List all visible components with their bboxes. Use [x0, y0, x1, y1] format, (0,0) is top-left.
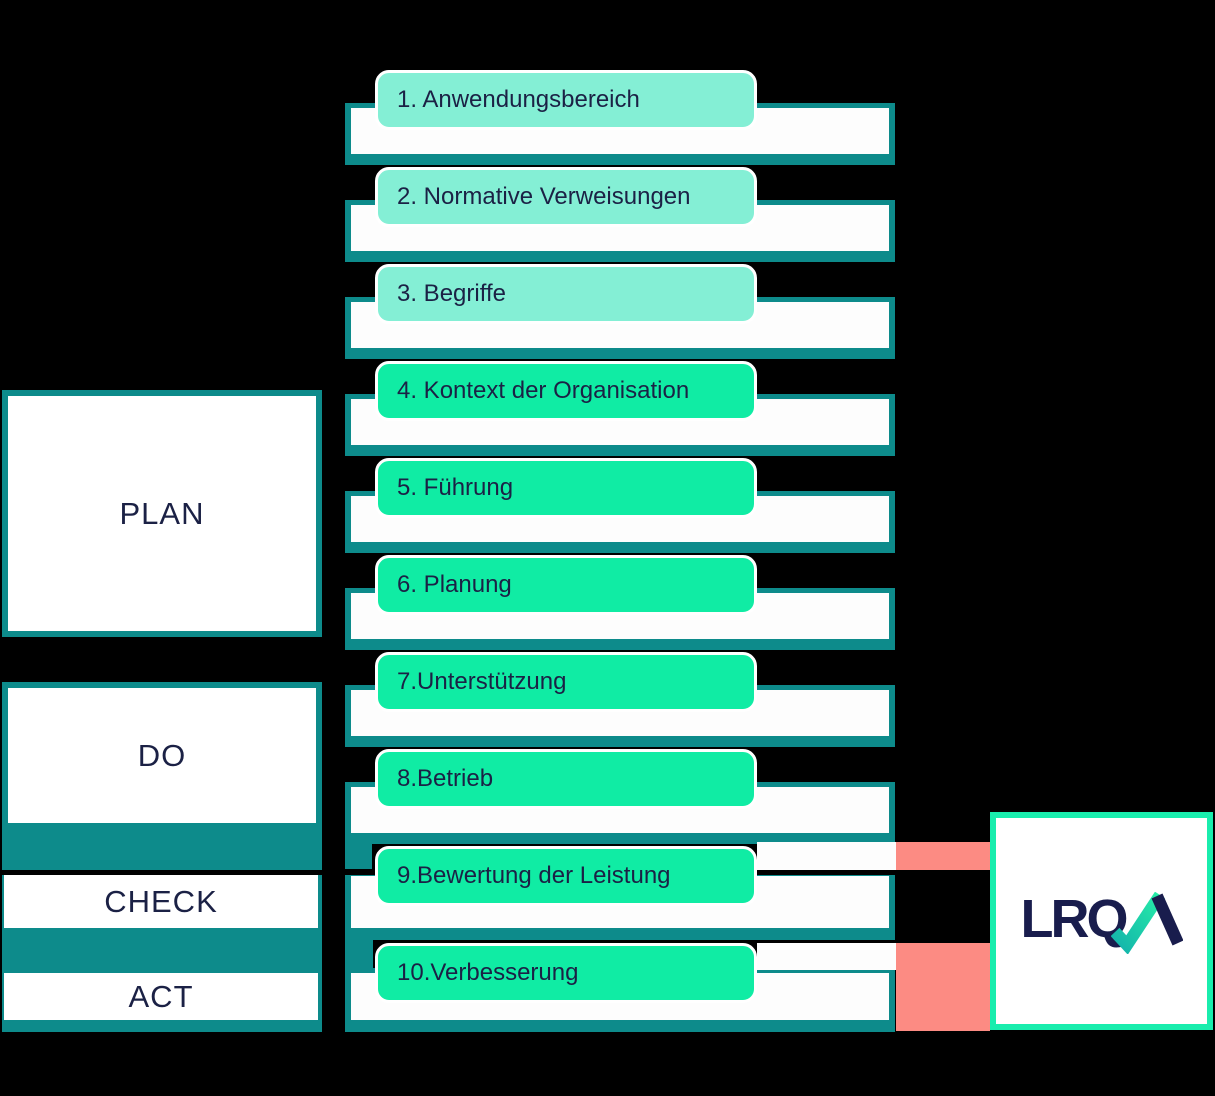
- chapter-label-2: 2. Normative Verweisungen: [397, 183, 691, 210]
- chapter-box-6: 6. Planung: [375, 555, 757, 615]
- chapter-label-7: 7.Unterstützung: [397, 668, 567, 695]
- chapter-box-5: 5. Führung: [375, 458, 757, 518]
- connector-stub-row10: [345, 940, 373, 970]
- connector-stub-row9: [345, 842, 372, 869]
- chapter-label-5: 5. Führung: [397, 474, 514, 501]
- pdca-box-act: ACT: [4, 973, 318, 1020]
- chapter-box-1: 1. Anwendungsbereich: [375, 70, 757, 130]
- chapter-label-6: 6. Planung: [397, 571, 512, 598]
- chapter-box-10: 10.Verbesserung: [375, 943, 757, 1003]
- chapter-label-4: 4. Kontext der Organisation: [397, 377, 690, 404]
- lrqa-logo-box: LRQ: [990, 812, 1213, 1030]
- pdca-box-plan: PLAN: [2, 390, 322, 637]
- pdca-connector-strip-do: [2, 829, 322, 869]
- chapter-box-2: 2. Normative Verweisungen: [375, 167, 757, 227]
- act-connector-white: [757, 943, 896, 970]
- pdca-label-check: CHECK: [104, 883, 218, 919]
- check-connector-pink: [896, 842, 990, 870]
- chapter-label-9: 9.Bewertung der Leistung: [397, 862, 671, 889]
- chapter-box-3: 3. Begriffe: [375, 264, 757, 324]
- chapter-label-10: 10.Verbesserung: [397, 959, 579, 986]
- chapter-box-7: 7.Unterstützung: [375, 652, 757, 712]
- lrqa-logo-checkmark-icon: [1110, 891, 1183, 954]
- chapter-label-8: 8.Betrieb: [397, 765, 494, 792]
- pdca-label-act: ACT: [128, 978, 194, 1014]
- act-connector-pink: [896, 943, 990, 1031]
- lrqa-logo-text: LRQ: [1020, 888, 1129, 949]
- chapter-box-8: 8.Betrieb: [375, 749, 757, 809]
- check-connector-white: [757, 842, 896, 870]
- pdca-box-do: DO: [2, 682, 322, 829]
- chapter-label-1: 1. Anwendungsbereich: [397, 86, 640, 113]
- chapter-box-4: 4. Kontext der Organisation: [375, 361, 757, 421]
- pdca-box-check: CHECK: [4, 875, 318, 928]
- pdca-label-plan: PLAN: [119, 495, 205, 531]
- chapter-box-9: 9.Bewertung der Leistung: [375, 846, 757, 906]
- pdca-label-do: DO: [137, 737, 187, 773]
- chapter-label-3: 3. Begriffe: [397, 280, 506, 307]
- lrqa-logo: LRQ: [1021, 889, 1183, 954]
